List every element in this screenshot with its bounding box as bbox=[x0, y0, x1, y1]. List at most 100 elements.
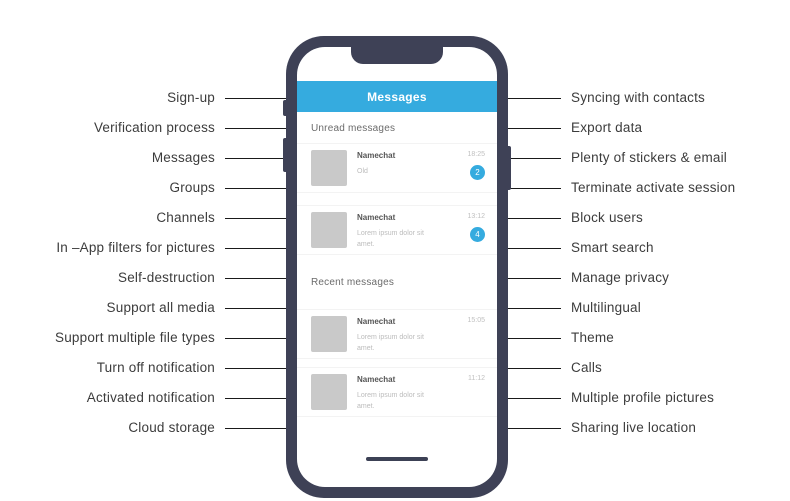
callout-line bbox=[225, 97, 297, 99]
app-header: Messages bbox=[297, 81, 497, 112]
callout-stickers-email: Plenty of stickers & email bbox=[478, 148, 754, 168]
callout-line bbox=[489, 217, 561, 219]
callout-label: Syncing with contacts bbox=[571, 90, 706, 105]
callout-line bbox=[489, 97, 561, 99]
message-row[interactable]: Namechat Lorem ipsum dolor sit amet. 11:… bbox=[297, 367, 497, 417]
message-row[interactable]: Namechat Old 18:25 2 bbox=[297, 143, 497, 193]
phone-screen: Messages Unread messages Namechat Old 18… bbox=[297, 47, 497, 487]
callout-line bbox=[489, 127, 561, 129]
callout-label: Multilingual bbox=[571, 300, 641, 315]
callout-in-app-filters: In –App filters for pictures bbox=[34, 238, 308, 258]
section-title-recent: Recent messages bbox=[311, 277, 395, 288]
callout-line bbox=[225, 127, 297, 129]
message-preview: Old bbox=[357, 168, 368, 175]
unread-count-badge: 2 bbox=[470, 165, 485, 180]
power-button bbox=[508, 146, 511, 190]
avatar bbox=[311, 150, 347, 186]
callout-label: Activated notification bbox=[86, 390, 215, 405]
callout-line bbox=[225, 337, 297, 339]
callout-label: Cloud storage bbox=[128, 420, 215, 435]
avatar bbox=[311, 316, 347, 352]
app-title: Messages bbox=[367, 89, 427, 104]
volume-down-button bbox=[283, 138, 286, 172]
callout-line bbox=[489, 397, 561, 399]
callout-line bbox=[225, 157, 297, 159]
callout-label: Multiple profile pictures bbox=[571, 390, 715, 405]
callout-turn-off-notification: Turn off notification bbox=[34, 358, 308, 378]
callout-activated-notification: Activated notification bbox=[34, 388, 308, 408]
callout-theme: Theme bbox=[478, 328, 754, 348]
callout-calls: Calls bbox=[478, 358, 754, 378]
section-title-unread: Unread messages bbox=[311, 123, 396, 134]
callout-line bbox=[489, 337, 561, 339]
callout-self-destruction: Self-destruction bbox=[34, 268, 308, 288]
callout-label: Verification process bbox=[93, 120, 215, 135]
callout-line bbox=[225, 277, 297, 279]
unread-count-badge: 4 bbox=[470, 227, 485, 242]
callout-line bbox=[225, 307, 297, 309]
callout-label: In –App filters for pictures bbox=[56, 240, 215, 255]
callout-label: Channels bbox=[156, 210, 215, 225]
callout-groups: Groups bbox=[34, 178, 308, 198]
message-time: 15:05 bbox=[467, 317, 485, 324]
callout-line bbox=[489, 157, 561, 159]
avatar bbox=[311, 212, 347, 248]
callout-label: Smart search bbox=[571, 240, 654, 255]
callout-label: Messages bbox=[151, 150, 215, 165]
volume-up-button bbox=[283, 100, 286, 116]
callout-line bbox=[489, 427, 561, 429]
callout-smart-search: Smart search bbox=[478, 238, 754, 258]
callout-line bbox=[489, 277, 561, 279]
home-indicator[interactable] bbox=[366, 457, 428, 461]
callout-line bbox=[489, 307, 561, 309]
callout-line bbox=[225, 217, 297, 219]
callout-line bbox=[225, 367, 297, 369]
callout-channels: Channels bbox=[34, 208, 308, 228]
callout-support-all-media: Support all media bbox=[34, 298, 308, 318]
callout-label: Support multiple file types bbox=[55, 330, 215, 345]
callout-label: Calls bbox=[571, 360, 603, 375]
phone-mockup: Messages Unread messages Namechat Old 18… bbox=[283, 36, 511, 498]
message-preview: Lorem ipsum dolor sit amet. bbox=[357, 230, 424, 249]
callout-label: Sign-up bbox=[167, 90, 215, 105]
callout-messages: Messages bbox=[34, 148, 308, 168]
callout-label: Turn off notification bbox=[96, 360, 215, 375]
message-sender: Namechat bbox=[357, 317, 396, 326]
callout-line bbox=[489, 187, 561, 189]
callout-line bbox=[225, 247, 297, 249]
callout-line bbox=[225, 427, 297, 429]
avatar bbox=[311, 374, 347, 410]
callout-line bbox=[489, 367, 561, 369]
message-time: 11:12 bbox=[468, 375, 485, 382]
callout-label: Block users bbox=[571, 210, 643, 225]
message-sender: Namechat bbox=[357, 375, 396, 384]
callout-sharing-live-location: Sharing live location bbox=[478, 418, 754, 438]
callout-line bbox=[225, 187, 297, 189]
message-time: 13:12 bbox=[467, 213, 485, 220]
message-preview: Lorem ipsum dolor sit amet. bbox=[357, 334, 424, 353]
callout-block-users: Block users bbox=[478, 208, 754, 228]
message-time: 18:25 bbox=[467, 151, 485, 158]
callout-label: Groups bbox=[169, 180, 215, 195]
callout-label: Plenty of stickers & email bbox=[571, 150, 728, 165]
callout-label: Terminate activate session bbox=[571, 180, 736, 195]
callout-multiple-profile-pictures: Multiple profile pictures bbox=[478, 388, 754, 408]
callout-label: Support all media bbox=[106, 300, 215, 315]
message-sender: Namechat bbox=[357, 151, 396, 160]
callout-terminate-session: Terminate activate session bbox=[478, 178, 754, 198]
callout-support-multiple-file-types: Support multiple file types bbox=[34, 328, 308, 348]
callout-line bbox=[225, 397, 297, 399]
callout-label: Export data bbox=[571, 120, 643, 135]
callout-label: Self-destruction bbox=[118, 270, 215, 285]
callout-export-data: Export data bbox=[478, 118, 754, 138]
callout-verification-process: Verification process bbox=[34, 118, 308, 138]
callout-sign-up: Sign-up bbox=[34, 88, 308, 108]
callout-label: Manage privacy bbox=[571, 270, 670, 285]
callout-syncing-with-contacts: Syncing with contacts bbox=[478, 88, 754, 108]
callout-line bbox=[489, 247, 561, 249]
callout-label: Sharing live location bbox=[571, 420, 697, 435]
callout-manage-privacy: Manage privacy bbox=[478, 268, 754, 288]
message-row[interactable]: Namechat Lorem ipsum dolor sit amet. 13:… bbox=[297, 205, 497, 255]
message-sender: Namechat bbox=[357, 213, 396, 222]
message-row[interactable]: Namechat Lorem ipsum dolor sit amet. 15:… bbox=[297, 309, 497, 359]
